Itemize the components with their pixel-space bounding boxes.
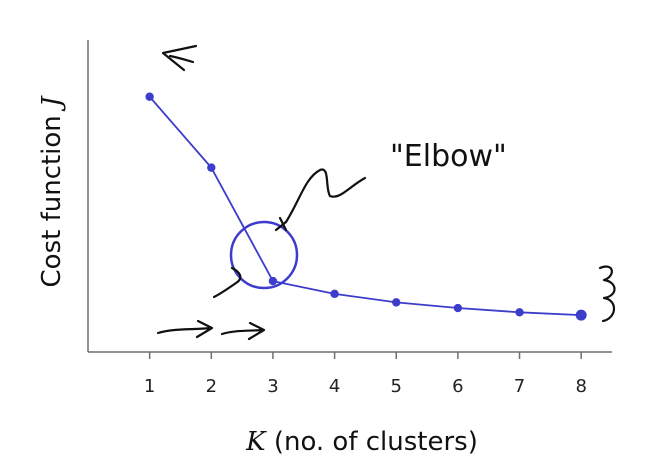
x-ticks [148,352,582,359]
x-tick-label-5: 5 [391,376,402,397]
data-point-k4 [330,289,339,299]
handwritten-arrow-top [161,44,198,72]
x-tick-label-8: 8 [575,376,586,397]
handwritten-arrow-top-stem [168,54,195,64]
x-tick-label-7: 7 [514,376,525,397]
elbow-circle [229,220,299,290]
x-tick-label-4: 4 [329,376,340,397]
x-tick-label-1: 1 [144,376,155,397]
handwritten-mark-left [212,266,242,299]
y-axis-label-text: Cost function [37,107,67,288]
series-line [148,96,582,317]
data-point-k7 [515,308,524,317]
x-axis-variable: K [245,427,267,457]
y-axis-label: Cost function J [37,95,67,288]
x-axis-label: K (no. of clusters) [245,427,478,457]
x-axis-label-text: (no. of clusters) [266,427,478,457]
data-point-k2 [207,163,216,172]
handwritten-arrow-bottom-2 [220,321,266,341]
data-point-k6 [453,303,463,313]
data-point-k5 [392,298,401,307]
y-axis-variable: J [37,95,67,112]
elbow-annotation: "Elbow" [390,139,507,174]
series-layer [145,92,587,321]
handwritten-marks [156,44,616,341]
x-tick-label-2: 2 [206,376,217,397]
x-tick-label-6: 6 [452,376,463,397]
data-point-k8 [575,309,587,321]
handwritten-arrow-bottom-1 [156,319,214,339]
handwritten-elbow-arrow [274,216,288,232]
handwritten-elbow-squiggle [284,168,367,224]
x-tick-labels: 1 2 3 4 5 6 7 8 [144,376,587,397]
handwritten-brace-right [598,265,616,323]
axes [87,40,612,353]
data-point-k1 [145,92,154,101]
data-point-k3 [268,276,278,286]
x-tick-label-3: 3 [267,376,278,397]
